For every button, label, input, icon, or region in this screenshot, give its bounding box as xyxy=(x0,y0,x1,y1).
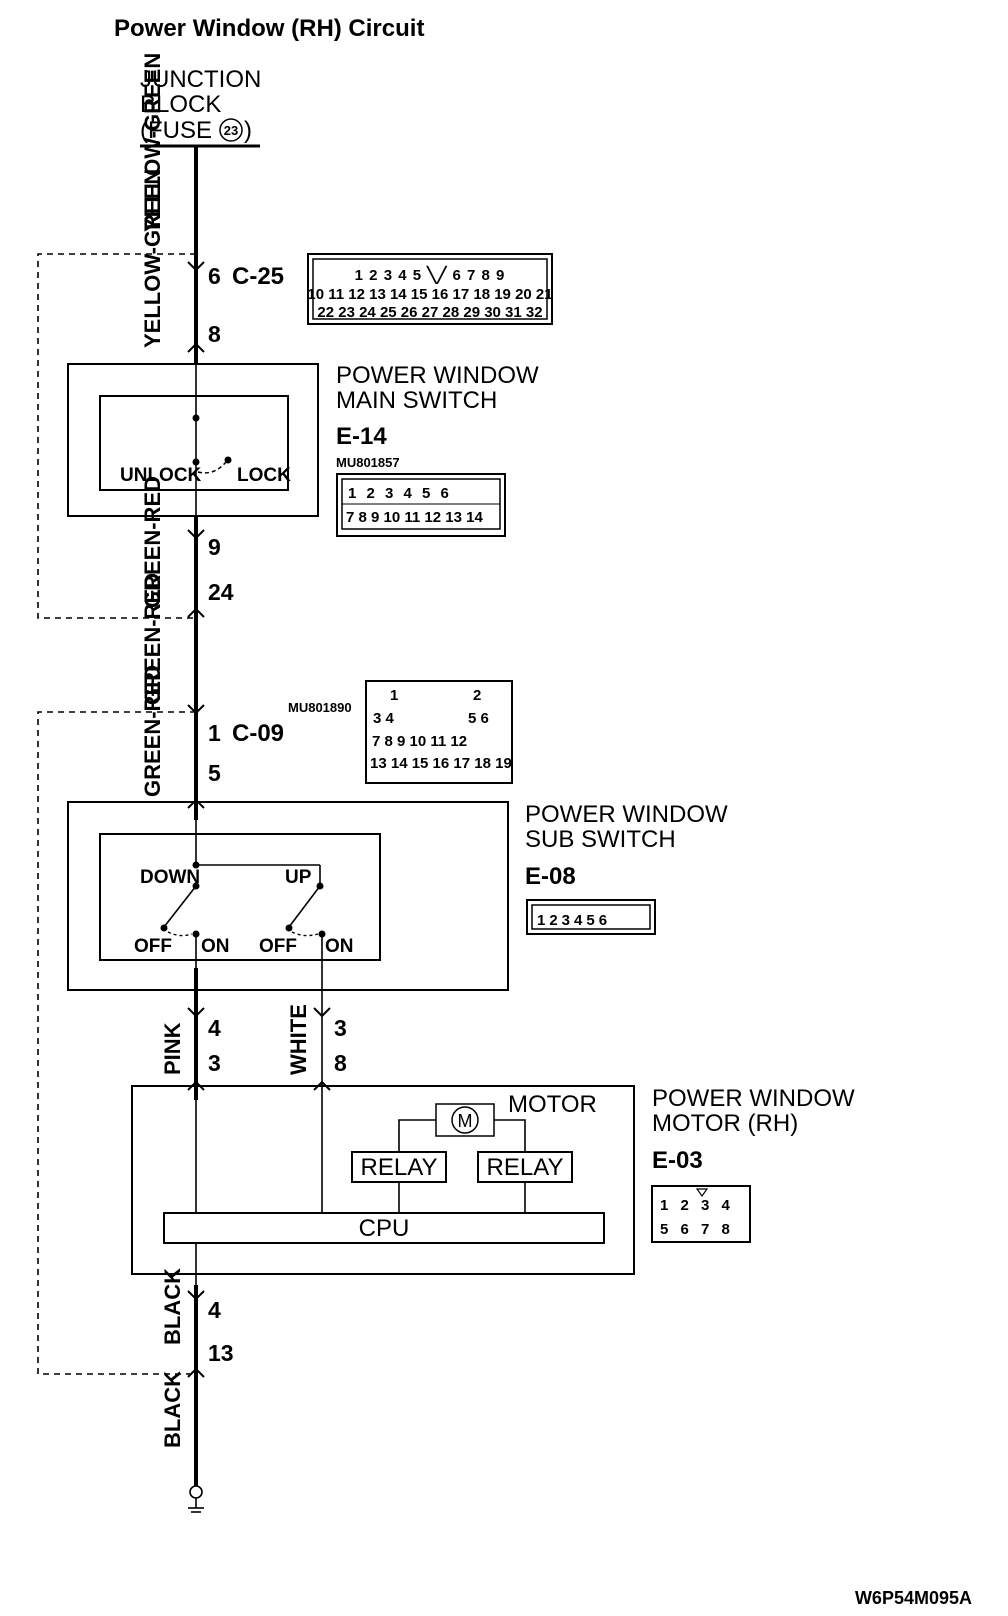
svg-text:24: 24 xyxy=(208,579,234,605)
lock-label: LOCK xyxy=(237,465,291,486)
cpu-label: CPU xyxy=(359,1215,410,1242)
svg-text:8: 8 xyxy=(334,1050,347,1076)
figure-code: W6P54M095A xyxy=(855,1588,972,1608)
svg-text:ON: ON xyxy=(325,936,354,957)
svg-text:4: 4 xyxy=(208,1297,221,1323)
connector-c09: C-09 xyxy=(232,720,284,747)
svg-text:M: M xyxy=(458,1111,473,1131)
connector-e08: E-08 xyxy=(525,863,576,890)
ground-icon xyxy=(188,1485,204,1513)
connector-e03: E-03 xyxy=(652,1147,703,1174)
svg-text:OFF: OFF xyxy=(134,936,172,957)
wire-label-9: BLACK xyxy=(160,1371,185,1448)
svg-text:POWER WINDOW: POWER WINDOW xyxy=(525,801,728,828)
connector-e14-face: 1 2 3 4 5 6 7 8 9 10 11 12 13 14 xyxy=(336,473,506,537)
wire-label-8: BLACK xyxy=(160,1268,185,1345)
svg-text:9: 9 xyxy=(208,534,221,560)
connector-c25-face: 1 2 3 4 5 ╲╱ 6 7 8 9 10 11 12 13 14 15 1… xyxy=(307,253,553,325)
svg-text:3: 3 xyxy=(208,1050,221,1076)
junction-block-label: JUNCTION BLOCK (FUSE 23 ) xyxy=(140,66,261,148)
svg-text:POWER WINDOW: POWER WINDOW xyxy=(652,1085,855,1112)
svg-text:8: 8 xyxy=(208,321,221,347)
sub-switch: DOWN UP OFF ON OFF ON POWER WINDOW SUB S… xyxy=(67,801,728,1105)
connector-e14: E-14 xyxy=(336,423,387,450)
part-number-e14: MU801857 xyxy=(336,455,400,470)
main-switch-inner-box xyxy=(99,395,289,491)
connector-c09-face: MU801890 1 2 3 4 5 6 7 8 9 10 11 12 13 1… xyxy=(288,680,513,784)
dashed-enclosure-upper xyxy=(37,253,196,619)
svg-text:13: 13 xyxy=(208,1340,234,1366)
sub-switch-outer-box xyxy=(67,801,509,991)
svg-text:RELAY: RELAY xyxy=(361,1154,438,1181)
motor-symbol xyxy=(435,1103,495,1137)
motor-outer-box xyxy=(131,1085,635,1275)
c25-row1: 1 2 3 4 5 ╲╱ 6 7 8 9 xyxy=(355,265,506,284)
svg-text:OFF: OFF xyxy=(259,936,297,957)
unlock-label: UNLOCK xyxy=(120,465,202,486)
connector-e03-face: 1 2 3 4 5 6 7 8 xyxy=(651,1185,751,1243)
svg-text:MAIN SWITCH: MAIN SWITCH xyxy=(336,387,497,414)
c25-row3: 22 23 24 25 26 27 28 29 30 31 32 xyxy=(317,304,542,321)
cpu-box xyxy=(163,1212,605,1244)
svg-text:MOTOR (RH): MOTOR (RH) xyxy=(652,1110,798,1137)
svg-text:5 6: 5 6 xyxy=(468,710,489,727)
svg-text:1: 1 xyxy=(208,720,221,746)
wire-label-3: GREEN-RED xyxy=(140,476,165,608)
svg-text:SUB SWITCH: SUB SWITCH xyxy=(525,826,676,853)
svg-text:1: 1 xyxy=(390,687,398,704)
svg-text:3 4: 3 4 xyxy=(373,710,395,727)
svg-text:POWER WINDOW: POWER WINDOW xyxy=(336,362,539,389)
wire-label-6: PINK xyxy=(160,1022,185,1075)
dashed-enclosure-lower xyxy=(37,711,196,1375)
wire-labels: YELLOW-GREEN YELLOW-GREEN GREEN-RED GREE… xyxy=(140,53,311,1448)
connector-chevrons xyxy=(187,261,331,1378)
connector-c25: C-25 xyxy=(232,263,284,290)
svg-text:4: 4 xyxy=(208,1015,221,1041)
fuse-number-circle xyxy=(219,118,243,142)
part-number-c09: MU801890 xyxy=(288,700,352,715)
svg-text:): ) xyxy=(244,117,252,144)
pin-labels: 6 C-25 8 9 24 1 C-09 5 4 3 3 8 4 13 xyxy=(208,263,347,1366)
connector-e08-face: 123456 xyxy=(526,899,656,935)
svg-text:ON: ON xyxy=(201,936,230,957)
e14-row2: 7 8 9 10 11 12 13 14 xyxy=(346,509,483,526)
svg-text:6: 6 xyxy=(208,263,221,289)
svg-text:BLOCK: BLOCK xyxy=(140,91,221,118)
down-label: DOWN xyxy=(140,867,200,888)
wire-label-7: WHITE xyxy=(286,1004,311,1075)
svg-text:7 8 9 10 11 12: 7 8 9 10 11 12 xyxy=(372,733,467,750)
svg-text:(FUSE: (FUSE xyxy=(140,117,212,144)
svg-text:JUNCTION: JUNCTION xyxy=(140,66,261,93)
main-switch-outer-box xyxy=(67,363,319,517)
svg-text:13 14 15 16 17 18 19: 13 14 15 16 17 18 19 xyxy=(370,755,512,772)
diagram-title: Power Window (RH) Circuit xyxy=(114,15,424,42)
svg-text:RELAY: RELAY xyxy=(487,1154,564,1181)
svg-text:3: 3 xyxy=(334,1015,347,1041)
c25-row2: 10 11 12 13 14 15 16 17 18 19 20 21 xyxy=(307,286,552,303)
wire-label-2: YELLOW-GREEN xyxy=(140,169,165,348)
sub-switch-inner-box xyxy=(99,833,381,961)
svg-text:23: 23 xyxy=(224,123,238,138)
svg-text:5 6 7 8: 5 6 7 8 xyxy=(660,1221,734,1238)
up-label: UP xyxy=(285,867,312,888)
motor-label: MOTOR xyxy=(508,1091,597,1118)
e14-row1: 1 2 3 4 5 6 xyxy=(348,485,452,502)
svg-text:1 2 3 4: 1 2 3 4 xyxy=(660,1197,734,1214)
svg-text:123456: 123456 xyxy=(537,912,611,929)
wire-label-1: YELLOW-GREEN xyxy=(140,53,165,232)
svg-text:2: 2 xyxy=(473,687,481,704)
wire-label-5: GREEN-RED xyxy=(140,665,165,797)
svg-text:5: 5 xyxy=(208,760,221,786)
motor-unit: CPU RELAY RELAY M MOTOR POWER WINDOW MOT… xyxy=(131,1085,855,1285)
wire-label-4: GREEN-RED xyxy=(140,573,165,705)
main-switch: UNLOCK LOCK POWER WINDOW MAIN SWITCH E-1… xyxy=(67,362,539,517)
